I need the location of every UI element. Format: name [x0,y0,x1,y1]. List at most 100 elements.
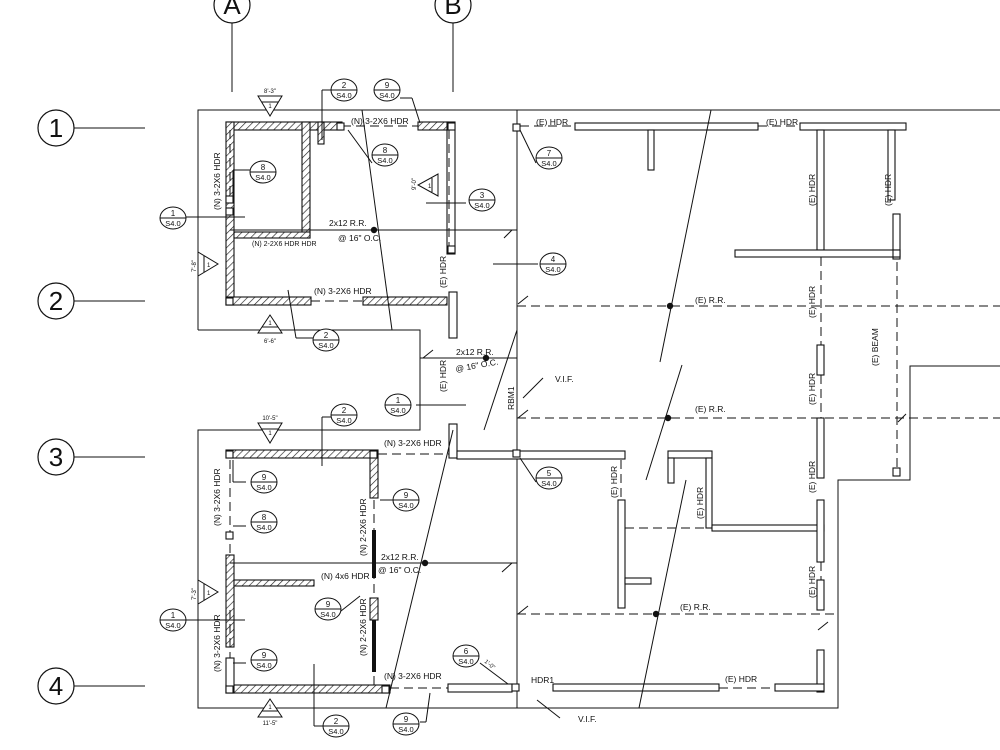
upper-room-walls [225,121,521,339]
callout-number: 6 [464,647,469,656]
callout-sheet: S4.0 [255,173,270,182]
grid-label: 2 [49,286,63,316]
callout-sheet: S4.0 [377,156,392,165]
building-outline [197,109,1000,709]
beam-label: (E) BEAM [870,328,880,366]
callout-number: 9 [262,651,267,660]
callout-sheet: S4.0 [328,727,343,736]
callout-number: 2 [342,81,347,90]
callout-number: 7 [547,149,552,158]
grid-row-2: 2 [37,282,145,320]
existing-walls [520,122,907,693]
callout-sheet: S4.0 [256,483,271,492]
section-callout: 7 S4.0 [535,146,563,170]
dimension-index: 1 [268,705,272,711]
callout-sheet: S4.0 [458,657,473,666]
dimension-index: 1 [207,263,211,269]
dimension-index: 1 [268,104,272,110]
callout-sheet: S4.0 [390,406,405,415]
header-label: (E) HDR [695,487,705,519]
callout-number: 2 [334,717,339,726]
dimension-triangle: 11'-5" 1 [257,698,283,727]
section-callout: 9 S4.0 [314,597,342,621]
section-callout: 1 S4.0 [159,206,187,230]
callout-number: 3 [480,191,485,200]
grid-column-b: B [434,0,472,92]
header-label: (N) 3-2X6 HDR [351,116,409,126]
header-label: (E) HDR [807,286,817,318]
section-callout: 3 S4.0 [468,188,496,212]
dimension-value: 8'-3" [264,89,276,95]
dimension-triangle: 6'-6" 1 [257,314,283,345]
header-label: (N) 3-2X6 HDR [384,438,442,448]
grid-label: 3 [49,442,63,472]
header-label: (N) 3-2X6 HDR [212,152,222,210]
wall [448,423,458,459]
section-callout: 6 S4.0 [452,644,480,668]
header-label: (E) HDR [609,466,619,498]
callout-number: 9 [262,473,267,482]
callout-sheet: S4.0 [541,159,556,168]
grid-label: B [444,0,461,20]
dimension-value: 7'-8" [192,260,198,272]
grid-row-4: 4 [37,667,145,705]
wall-hatched [225,554,235,648]
callout-sheet: S4.0 [474,201,489,210]
wall-hatched [233,231,311,239]
header-label: (N) 3-2X6 HDR [212,614,222,672]
wall-hatched [225,296,312,306]
header-label: (E) HDR [807,461,817,493]
dimension-value: 9'-0" [412,178,418,190]
header-label: (N) 3-2X6 HDR [384,671,442,681]
callout-number: 5 [547,469,552,478]
callout-sheet: S4.0 [379,91,394,100]
section-callout: 2 S4.0 [322,714,350,738]
callout-sheet: S4.0 [318,341,333,350]
rafter-lines [230,109,1000,709]
header-label: (N) 3-2X6 HDR [314,286,372,296]
header-label: (E) HDR [725,674,757,684]
dimension-value: 11'-5" [263,721,278,727]
wall-hatched [362,296,448,306]
section-callout: 8 S4.0 [250,510,278,534]
callout-sheet: S4.0 [398,501,413,510]
section-callout: 9 S4.0 [250,648,278,672]
rr-bearing-point [421,559,429,567]
dimension-index: 1 [207,591,211,597]
wall-hatched [233,579,315,587]
wall-hatched [317,121,325,145]
dimension-triangle: 10'-5" 1 [257,416,283,444]
grid-column-a: A [213,0,251,92]
dimension-index: 1 [268,321,272,327]
post-markers [225,122,521,306]
vif-label: V.I.F. [555,374,574,384]
header-label: (N) 2-2X6 HDR [358,498,368,556]
wall-hatched [225,449,379,459]
spacing-label: @ 16" O.C. [378,565,421,575]
callout-number: 1 [171,209,176,218]
wall [446,121,456,255]
callout-number: 9 [404,491,409,500]
post-markers [225,449,521,694]
dimension-triangle: 7'-8" 1 [192,251,219,277]
header-label: HDR1 [531,675,554,685]
rr-bearing-point [664,414,672,422]
header-label: (N) 2-2X6 HDR [358,598,368,656]
spacing-label: @ 16" O.C. [338,233,381,243]
annotations: (N) 3-2X6 HDR (N) 3-2X6 HDR (N) 2-2X6 HD… [212,116,893,724]
section-callout: 9 S4.0 [250,470,278,494]
dimension-triangle: 7'-3" 1 [192,579,219,605]
wall-hatched [301,121,311,239]
section-callout: 9 S4.0 [373,78,401,102]
callout-number: 8 [383,146,388,155]
beam-label: RBM1 [506,386,516,410]
header-label: (E) HDR [438,256,448,288]
vif-label: V.I.F. [578,714,597,724]
callout-sheet: S4.0 [336,91,351,100]
callout-number: 2 [324,331,329,340]
callout-sheet: S4.0 [545,265,560,274]
header-label: (E) HDR [807,566,817,598]
section-callout: 2 S4.0 [330,78,358,102]
callout-sheet: S4.0 [165,621,180,630]
callout-sheet: S4.0 [165,219,180,228]
